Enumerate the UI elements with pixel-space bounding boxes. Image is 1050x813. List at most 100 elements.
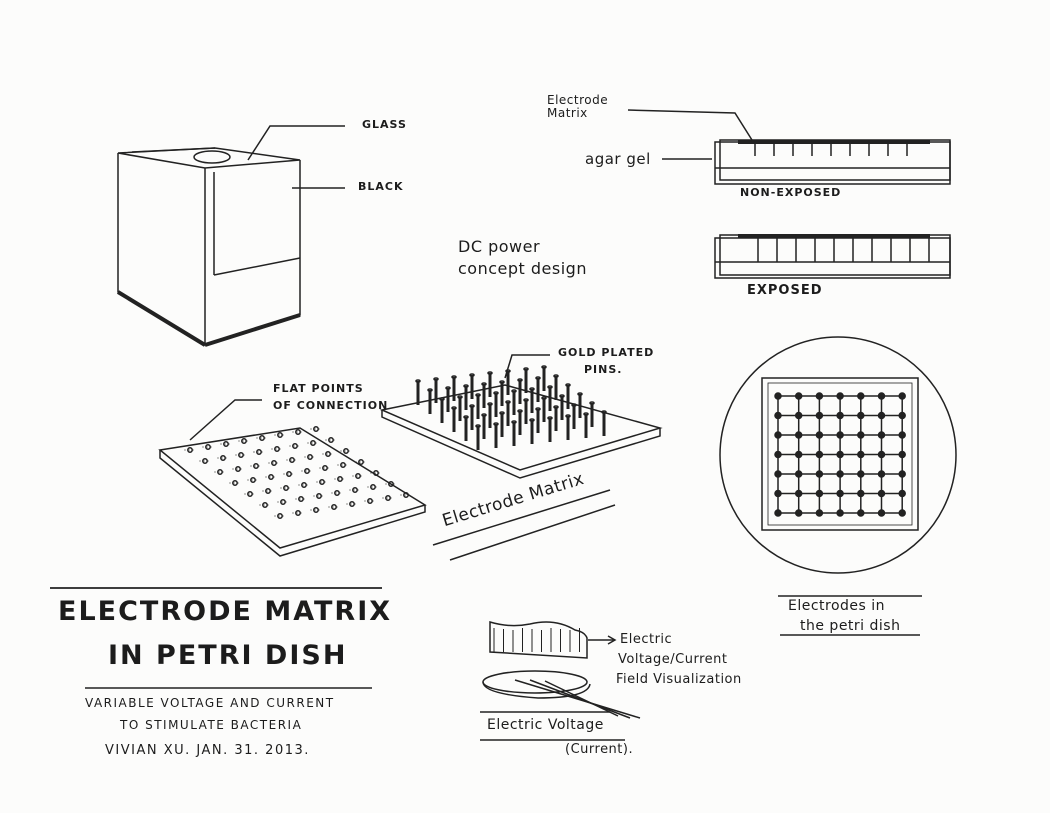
- note-line: DC power: [458, 237, 541, 256]
- gold-pin-tip: [475, 393, 481, 397]
- electrode-node: [774, 489, 782, 498]
- gold-pin-tip: [523, 398, 529, 402]
- electrode-node: [836, 509, 844, 517]
- electrode-node: [815, 431, 824, 439]
- electrode-node: [857, 470, 865, 478]
- label-line: Electrode: [547, 93, 609, 107]
- electrode-node: [815, 489, 824, 498]
- petri-caption: Electrodes in the petri dish: [788, 596, 900, 636]
- subtitle-line-2: TO STIMULATE BACTERIA: [120, 718, 303, 732]
- label-line: Electrodes in: [788, 598, 886, 614]
- gold-pin-tip: [511, 420, 517, 424]
- gold-pin-tip: [487, 371, 493, 375]
- electrode-node: [774, 392, 782, 400]
- electrode-node: [857, 509, 865, 517]
- gold-pin-tip: [583, 412, 589, 416]
- gold-pin-tip: [517, 378, 523, 382]
- electrode-node: [794, 431, 803, 439]
- gold-pin-tip: [505, 400, 511, 404]
- title-line-2: IN PETRI DISH: [108, 640, 348, 671]
- dc-power-note: DC power concept design: [458, 236, 587, 280]
- gold-pin-tip: [553, 374, 559, 378]
- petri-dish-drawing: [719, 336, 957, 574]
- gold-pin-tip: [445, 386, 451, 390]
- label-line: Voltage/Current: [618, 652, 728, 667]
- non-exposed-section-drawing: [627, 109, 951, 185]
- electrode-node: [836, 450, 844, 459]
- exposed-label: EXPOSED: [747, 283, 823, 298]
- label-line: Electric: [620, 632, 673, 647]
- electrode-node: [794, 470, 803, 478]
- gold-pin-tip: [463, 415, 469, 419]
- label-line: GOLD PLATED: [558, 346, 655, 359]
- gold-pin-tip: [415, 379, 421, 383]
- black-label: BLACK: [358, 180, 404, 193]
- electrode-node: [857, 489, 865, 498]
- electrode-node: [774, 450, 782, 459]
- gold-pin-tip: [481, 413, 487, 417]
- gold-pin-tip: [499, 380, 505, 384]
- electrode-node: [815, 470, 824, 478]
- gold-pin-tip: [427, 388, 433, 392]
- flat-electrode-plate-drawing: [158, 399, 427, 557]
- gold-pin-tip: [505, 369, 511, 373]
- gold-pin-tip: [529, 387, 535, 391]
- gold-pin-tip: [553, 405, 559, 409]
- gold-pin-tip: [565, 414, 571, 418]
- gold-pin-tip: [535, 407, 541, 411]
- author-date: VIVIAN XU. JAN. 31. 2013.: [105, 743, 310, 758]
- electrode-node: [794, 489, 803, 498]
- gold-pin-tip: [601, 410, 607, 414]
- label-line: PINS.: [584, 363, 623, 376]
- note-line: concept design: [458, 259, 587, 278]
- electrode-matrix-label: Electrode Matrix: [547, 94, 608, 120]
- gold-pin-tip: [493, 391, 499, 395]
- gold-pin-tip: [559, 394, 565, 398]
- electrode-node: [815, 450, 824, 459]
- field-visualization-label: Electric Voltage/Current Field Visualiza…: [616, 630, 742, 690]
- gold-pins-label: GOLD PLATED PINS.: [558, 344, 654, 378]
- label-line: OF CONNECTION: [273, 399, 389, 412]
- gold-pin-tip: [547, 416, 553, 420]
- gold-pin-tip: [541, 365, 547, 369]
- gold-pin-tip: [439, 397, 445, 401]
- gold-pin-tip: [529, 418, 535, 422]
- electrode-node: [794, 411, 803, 420]
- gold-pin-tip: [463, 384, 469, 388]
- electrode-node: [774, 411, 782, 420]
- label-line: Field Visualization: [616, 672, 742, 687]
- gold-pin-tip: [433, 377, 439, 381]
- gold-pin-tip: [547, 385, 553, 389]
- electrode-node: [774, 509, 782, 517]
- field-visualization-drawing: [480, 620, 641, 741]
- label-line: FLAT POINTS: [273, 382, 364, 395]
- electrode-node: [836, 489, 844, 498]
- electrode-node: [774, 470, 782, 478]
- gold-pin-tip: [541, 396, 547, 400]
- pin-electrode-plate-drawing: [379, 354, 663, 479]
- label-line: Matrix: [547, 106, 588, 120]
- gold-pin-tip: [469, 373, 475, 377]
- gold-pin-tip: [469, 404, 475, 408]
- electrode-node: [774, 431, 782, 439]
- gold-pin-tip: [493, 422, 499, 426]
- electrode-node: [877, 509, 886, 517]
- gold-pin-tip: [589, 401, 595, 405]
- electrode-node: [836, 470, 844, 478]
- enclosure-box-drawing: [116, 125, 345, 347]
- gold-pin-tip: [457, 395, 463, 399]
- gold-pin-tip: [523, 367, 529, 371]
- gold-pin-tip: [499, 411, 505, 415]
- gold-pin-tip: [565, 383, 571, 387]
- flat-points-label: FLAT POINTS OF CONNECTION: [273, 380, 388, 414]
- gold-pin-tip: [571, 403, 577, 407]
- gold-pin-tip: [451, 375, 457, 379]
- electrode-node: [815, 509, 824, 517]
- exposed-section-drawing: [714, 234, 951, 279]
- electrode-node: [794, 509, 803, 517]
- gold-pin-tip: [475, 424, 481, 428]
- gold-pin-tip: [577, 392, 583, 396]
- electrode-node: [794, 450, 803, 459]
- subtitle-line-1: VARIABLE VOLTAGE AND CURRENT: [85, 696, 335, 710]
